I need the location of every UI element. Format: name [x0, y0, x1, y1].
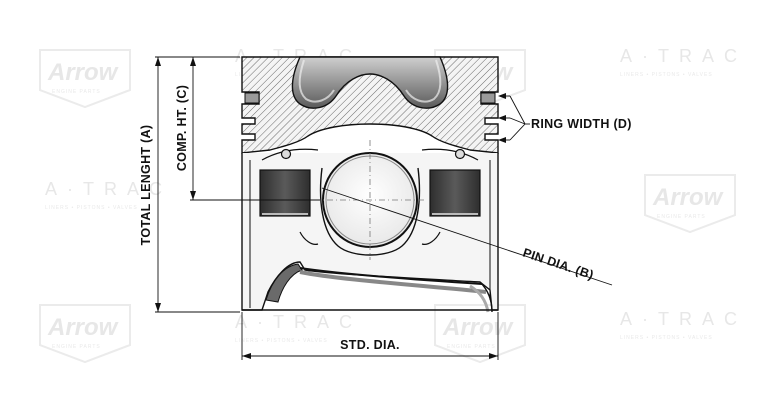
skirt-bottom — [265, 263, 303, 303]
atrac-logo-watermark: A·TRAC LINERS • PISTONS • VALVES — [620, 309, 747, 341]
atrac-sub-text: LINERS • PISTONS • VALVES — [45, 205, 138, 211]
arrow-logo-watermark: Arrow ENGINE PARTS — [39, 304, 131, 364]
atrac-brand-text: A·TRAC — [235, 312, 362, 332]
atrac-sub-text: LINERS • PISTONS • VALVES — [620, 72, 713, 78]
atrac-logo-watermark: A·TRAC LINERS • PISTONS • VALVES — [45, 179, 172, 211]
atrac-brand-text: A·TRAC — [620, 46, 747, 66]
atrac-brand-text: A·TRAC — [620, 309, 747, 329]
atrac-logo-watermark: A·TRAC LINERS • PISTONS • VALVES — [235, 312, 362, 344]
arrow-logo-watermark: Arrow ENGINE PARTS — [644, 174, 736, 234]
atrac-logo-watermark: A·TRAC LINERS • PISTONS • VALVES — [620, 46, 747, 78]
arrow-sub-text: ENGINE PARTS — [447, 344, 496, 350]
total-length-label: TOTAL LENGHT (A) — [139, 125, 153, 246]
pin-boss-right — [429, 169, 481, 217]
arrow-brand-text: Arrow — [47, 314, 119, 341]
arrow-logo-watermark: Arrow ENGINE PARTS — [39, 49, 131, 109]
dimension-arrows — [155, 57, 506, 359]
arrow-logo-watermark: Arrow ENGINE PARTS — [434, 304, 526, 364]
combustion-bowl — [291, 56, 449, 109]
atrac-sub-text: LINERS • PISTONS • VALVES — [235, 338, 328, 344]
arrow-brand-text: Arrow — [442, 314, 514, 341]
pin-boss-left — [259, 169, 311, 217]
arrow-sub-text: ENGINE PARTS — [52, 344, 101, 350]
comp-height-label: COMP. HT. (C) — [175, 85, 189, 171]
arrow-sub-text: ENGINE PARTS — [657, 214, 706, 220]
arrow-sub-text: ENGINE PARTS — [52, 89, 101, 95]
atrac-brand-text: A·TRAC — [45, 179, 172, 199]
atrac-sub-text: LINERS • PISTONS • VALVES — [620, 335, 713, 341]
std-dia-label: STD. DIA. — [340, 338, 400, 352]
pin-dia-label: PIN DIA. (B) — [521, 246, 595, 283]
piston-body — [241, 56, 499, 313]
arrow-brand-text: Arrow — [47, 59, 119, 86]
ring-width-label: RING WIDTH (D) — [531, 117, 632, 131]
arrow-brand-text: Arrow — [652, 184, 724, 211]
